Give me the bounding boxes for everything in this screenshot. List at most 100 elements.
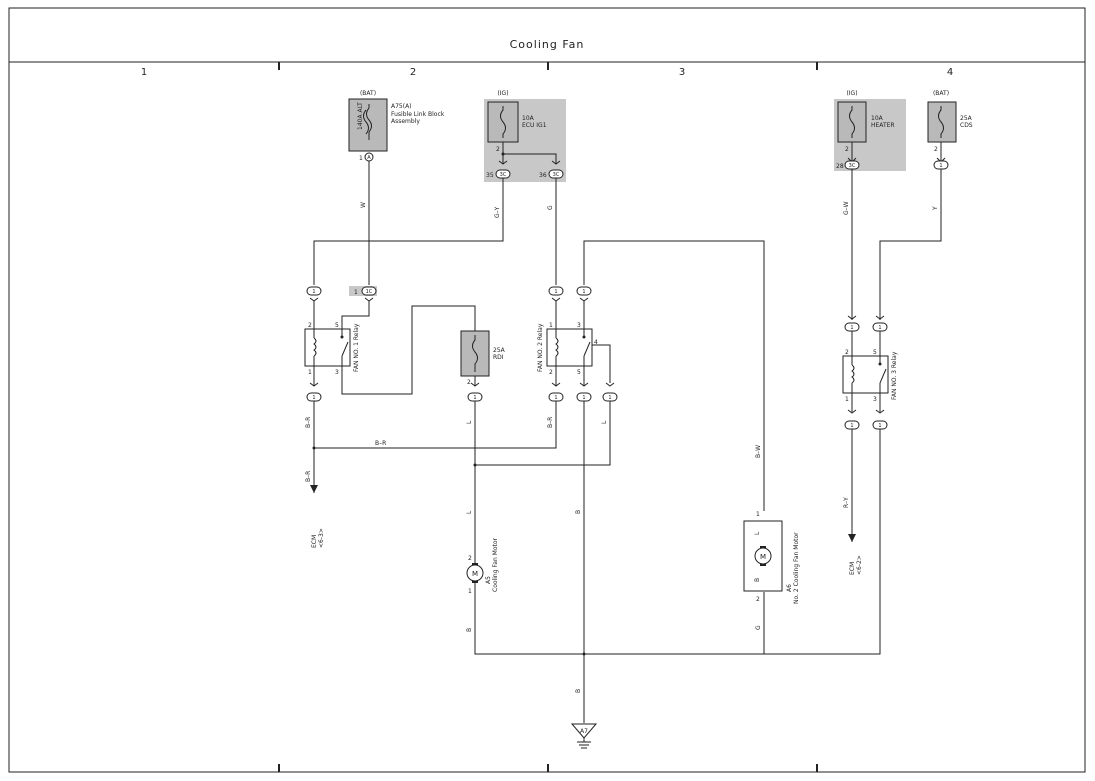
ground-symbol	[577, 738, 591, 749]
wire-b-ground-bus	[474, 583, 765, 655]
connector-r1-top	[306, 286, 322, 296]
svg-text:2: 2	[468, 555, 472, 562]
relay-1-name: FAN NO. 1 Relay	[353, 323, 360, 372]
power-label-bat-1: (BAT)	[360, 90, 376, 97]
svg-text:G: G	[755, 625, 762, 630]
svg-text:1: 1	[308, 369, 312, 376]
svg-text:3C: 3C	[500, 172, 507, 178]
wire-b-w	[583, 240, 765, 511]
svg-text:3: 3	[873, 396, 877, 403]
wire-relay1-rdi	[341, 305, 476, 395]
arrow-to-ecm-left	[310, 485, 318, 493]
column-ticks	[278, 62, 818, 772]
fuse-ecu-symbol	[500, 106, 506, 138]
fuse-ecu-name: ECU IG1	[522, 122, 547, 129]
fuse-140a-alt-desc2: Assembly	[391, 118, 420, 125]
relay-fan-no-3	[842, 355, 889, 394]
svg-text:L: L	[601, 420, 608, 424]
column-number-4: 4	[947, 67, 953, 78]
svg-text:1: 1	[878, 325, 881, 331]
svg-text:5: 5	[873, 349, 877, 356]
connector-35-pin: 35	[486, 172, 494, 179]
ground-a7	[570, 723, 598, 739]
svg-text:L: L	[466, 420, 473, 424]
svg-text:1: 1	[582, 289, 585, 295]
svg-text:2: 2	[549, 369, 553, 376]
wire-relay3-to-a6	[764, 429, 881, 655]
svg-text:B–R: B–R	[375, 440, 386, 447]
fuse-heater-symbol	[849, 106, 855, 138]
svg-text:L: L	[754, 531, 761, 535]
fuse-140a-alt-pin: 1	[359, 155, 363, 162]
fuse-140a-alt-desc1: Fusible Link Block	[391, 111, 445, 118]
svg-text:1: 1	[608, 395, 611, 401]
fuse-cds-name: CDS	[960, 122, 973, 129]
fuse-140a-alt-symbol	[366, 104, 372, 140]
svg-text:2: 2	[845, 349, 849, 356]
diagram-title: Cooling Fan	[510, 38, 585, 51]
svg-text:<6-2>: <6-2>	[856, 555, 863, 575]
connector-36-pin: 36	[539, 172, 547, 179]
relay-3-name: FAN NO. 3 Relay	[891, 351, 898, 400]
svg-text:1C: 1C	[366, 289, 373, 295]
svg-text:W: W	[360, 202, 367, 208]
svg-text:1: 1	[473, 395, 476, 401]
svg-text:5: 5	[577, 369, 581, 376]
svg-text:3C: 3C	[553, 172, 560, 178]
fuse-25a-cds	[927, 101, 957, 143]
wire-y	[879, 169, 942, 320]
connector-r2-top-right	[576, 286, 592, 296]
svg-text:B–R: B–R	[305, 417, 312, 428]
svg-text:2: 2	[467, 379, 471, 386]
relay-fan-no-2	[546, 328, 593, 367]
svg-text:A6: A6	[786, 584, 793, 592]
fuse-cds-rating: 25A	[960, 115, 973, 122]
column-number-2: 2	[410, 67, 416, 78]
connector-28-pin: 28	[836, 163, 844, 170]
svg-text:5: 5	[335, 322, 339, 329]
power-label-bat-2: (BAT)	[933, 90, 949, 97]
svg-text:2: 2	[756, 596, 760, 603]
svg-text:ECM: ECM	[311, 535, 318, 548]
svg-text:1: 1	[468, 588, 472, 595]
fuse-140a-alt-rating: 140A ALT	[357, 102, 364, 130]
relay-1-coil	[313, 337, 317, 357]
connector-r2-bottom-1	[548, 392, 564, 402]
motor-a5-name: Cooling Fan Motor	[492, 537, 499, 592]
svg-text:ECM: ECM	[849, 562, 856, 575]
arrow-to-ecm-right	[848, 534, 856, 542]
svg-text:Y: Y	[932, 206, 939, 211]
svg-text:A5: A5	[485, 576, 492, 584]
svg-text:3: 3	[577, 322, 581, 329]
power-label-ig-1: (IG)	[497, 90, 508, 97]
svg-text:1: 1	[312, 395, 315, 401]
svg-text:G–W: G–W	[843, 201, 850, 215]
svg-text:4: 4	[594, 339, 598, 346]
svg-text:G: G	[547, 205, 554, 210]
connector-r2-bottom-3	[602, 392, 618, 402]
svg-text:A7: A7	[580, 728, 588, 735]
svg-text:1: 1	[354, 289, 358, 296]
svg-text:M: M	[472, 570, 478, 578]
svg-text:3: 3	[335, 369, 339, 376]
svg-text:1: 1	[582, 395, 585, 401]
svg-text:L: L	[466, 510, 473, 514]
svg-text:G–Y: G–Y	[494, 206, 501, 218]
svg-text:RDI: RDI	[493, 354, 504, 361]
relay-2-coil	[555, 329, 559, 366]
column-number-3: 3	[679, 67, 685, 78]
fuse-ecu-rating: 10A	[522, 115, 535, 122]
motor-a6-name: No. 2 Cooling Fan Motor	[793, 532, 800, 604]
svg-text:M: M	[760, 553, 766, 561]
svg-text:A: A	[367, 155, 371, 161]
svg-text:1: 1	[878, 423, 881, 429]
relay-2-name: FAN NO. 2 Relay	[537, 323, 544, 372]
connector-r2-top-left	[548, 286, 564, 296]
svg-text:B: B	[575, 510, 582, 514]
svg-text:R–Y: R–Y	[843, 497, 850, 508]
fuse-cds-pin: 2	[934, 146, 938, 153]
fuse-rdi-symbol	[472, 335, 478, 372]
svg-text:1: 1	[850, 423, 853, 429]
svg-text:1: 1	[845, 396, 849, 403]
